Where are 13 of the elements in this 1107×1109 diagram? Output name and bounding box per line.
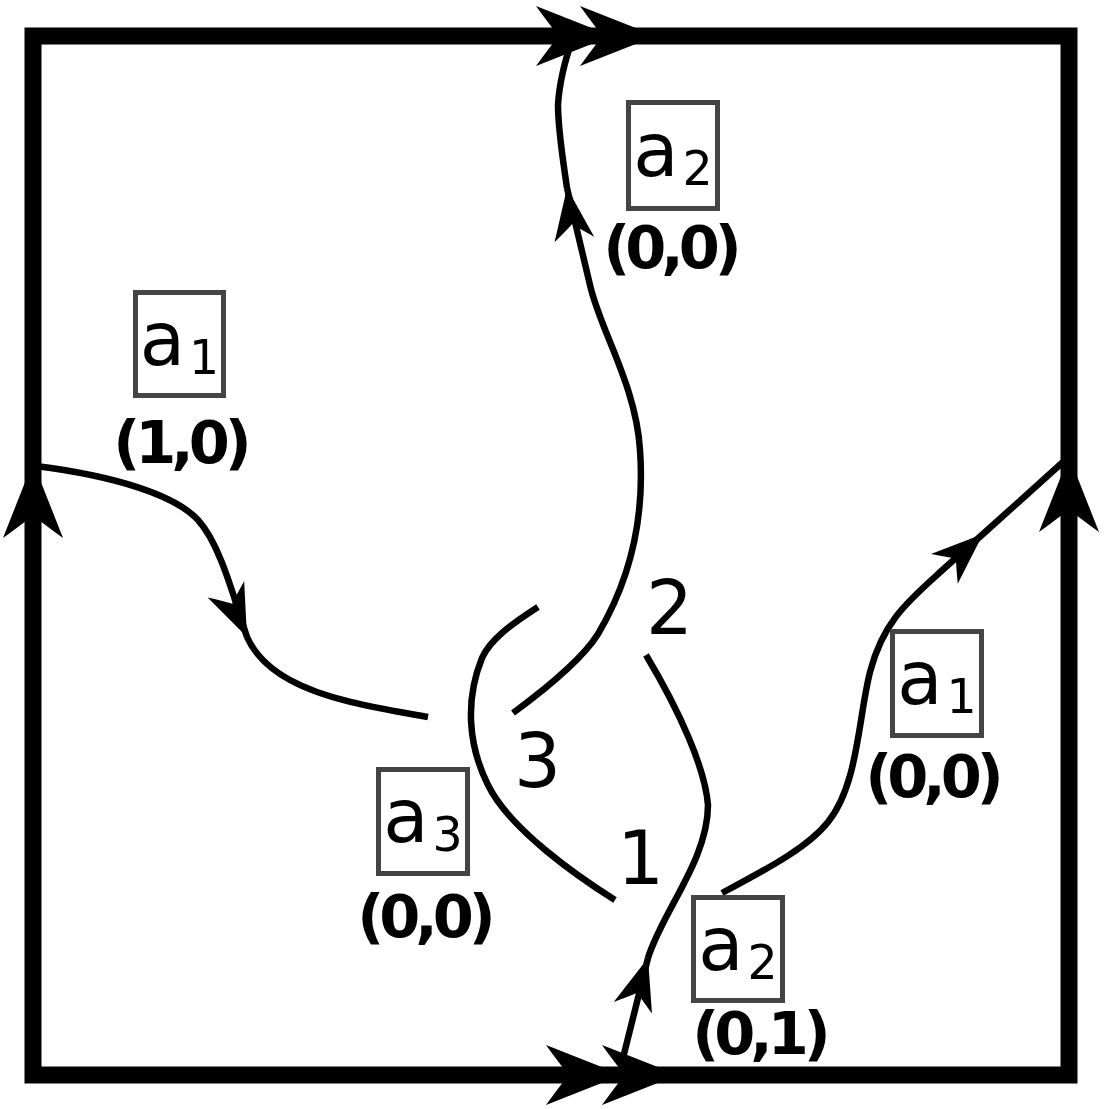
term-box: a$_{3}$ — [376, 767, 470, 876]
term-box: a$_{2}$ — [626, 100, 720, 211]
term-box: a$_{2}$ — [691, 895, 785, 1003]
coordinate-label: (0,0) — [357, 887, 491, 946]
coordinate-label: (0,0) — [865, 747, 999, 806]
strand-number: 3 — [514, 724, 562, 798]
term-box: a$_{1}$ — [133, 290, 226, 398]
coordinate-label: (0,0) — [603, 218, 737, 277]
term-box: a$_{1}$ — [890, 629, 984, 738]
strand-number: 2 — [646, 571, 694, 645]
coordinate-label: (0,1) — [692, 1004, 826, 1063]
strand-number: 1 — [617, 821, 665, 895]
coordinate-label: (1,0) — [113, 413, 247, 472]
